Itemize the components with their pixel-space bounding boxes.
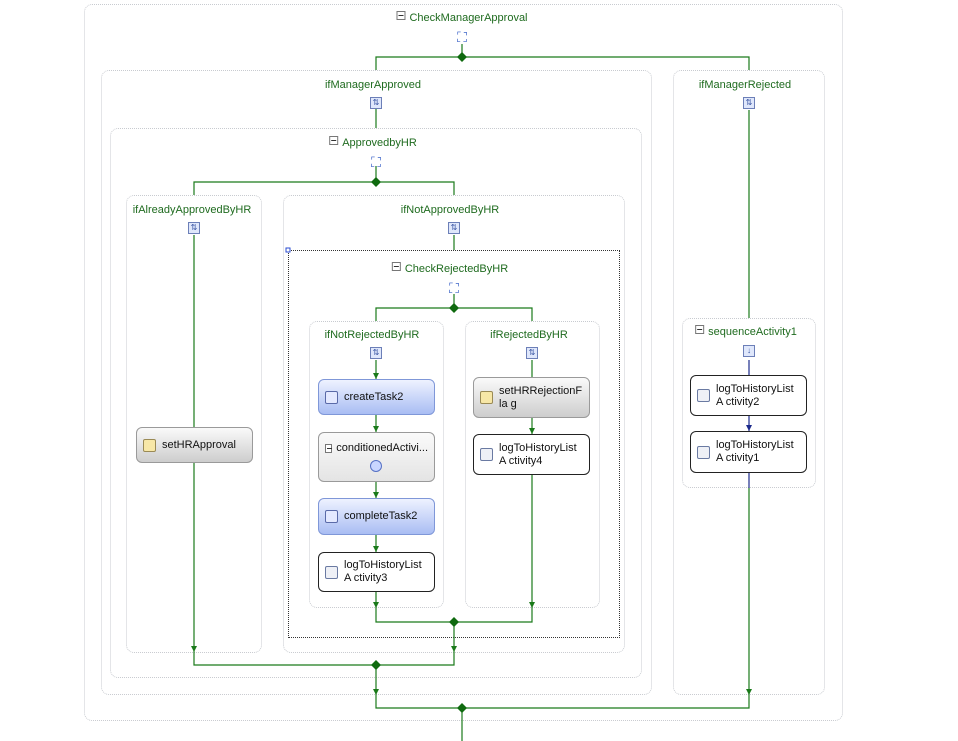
collapse-icon[interactable] [695,325,705,334]
if-rejected-by-hr-title: ifRejectedByHR [490,329,568,341]
if-already-approved-by-hr-title: ifAlreadyApprovedByHR [132,204,252,216]
history-log-icon [325,565,338,579]
complete-task-activity[interactable]: completeTask2 [318,498,435,535]
check-rejected-by-hr-title[interactable]: CheckRejectedByHR [391,262,508,276]
activity-label: logToHistoryListA ctivity3 [344,559,422,584]
log-to-history-list-activity-3[interactable]: logToHistoryListA ctivity3 [318,552,435,592]
sequence-activity-title[interactable]: sequenceActivity1 [695,325,797,339]
if-manager-rejected-title: ifManagerRejected [698,79,792,91]
history-log-icon [697,389,710,402]
log-to-history-list-activity-2[interactable]: logToHistoryListA ctivity2 [690,375,807,416]
if-not-rejected-by-hr-title: ifNotRejectedByHR [324,329,420,341]
if-else-branch-icon: ⇅ [370,347,382,359]
code-activity-icon [480,391,493,404]
parallel-activity-icon: ⛶ [457,29,467,45]
activity-label: conditionedActivi... [336,442,428,454]
activity-label: logToHistoryListA ctivity4 [499,441,577,467]
parallel-activity-icon: ⛶ [371,154,381,170]
log-to-history-list-activity-1[interactable]: logToHistoryListA ctivity1 [690,431,807,473]
create-task-icon [325,390,338,404]
if-else-branch-icon: ⇅ [188,222,200,234]
check-manager-approval-title[interactable]: CheckManagerApproval [396,11,528,25]
collapse-icon[interactable] [396,11,406,20]
conditioned-activity[interactable]: conditionedActivi... [318,432,435,482]
if-else-branch-icon: ⇅ [448,222,460,234]
set-hr-approval-activity[interactable]: setHRApproval [136,427,253,463]
collapse-icon[interactable] [325,444,333,453]
activity-label: logToHistoryListA ctivity2 [716,382,794,408]
activity-label: completeTask2 [344,510,418,522]
if-not-approved-by-hr-title: ifNotApprovedByHR [400,204,500,216]
activity-label: setHRApproval [162,438,236,451]
activity-label: createTask2 [344,390,404,403]
if-else-branch-icon: ⇅ [526,347,538,359]
collapse-icon[interactable] [329,136,339,145]
set-hr-rejection-flag-activity[interactable]: setHRRejectionFla g [473,377,590,418]
history-log-icon [697,445,710,459]
activity-label: setHRRejectionFla g [499,384,583,410]
activity-label: logToHistoryListA ctivity1 [716,439,794,464]
collapse-icon[interactable] [391,262,401,271]
complete-task-icon [325,510,338,523]
if-manager-approved-title: ifManagerApproved [324,79,422,91]
parallel-activity-icon: ⛶ [449,280,459,296]
condition-icon [370,460,382,472]
approved-by-hr-title[interactable]: ApprovedbyHR [329,136,417,150]
check-manager-approval-container[interactable] [84,4,843,721]
code-activity-icon [143,438,156,452]
history-log-icon [480,448,493,461]
create-task-activity[interactable]: createTask2 [318,379,435,415]
sequence-icon: ↓ [743,345,755,357]
log-to-history-list-activity-4[interactable]: logToHistoryListA ctivity4 [473,434,590,475]
if-else-branch-icon: ⇅ [370,97,382,109]
if-else-branch-icon: ⇅ [743,97,755,109]
